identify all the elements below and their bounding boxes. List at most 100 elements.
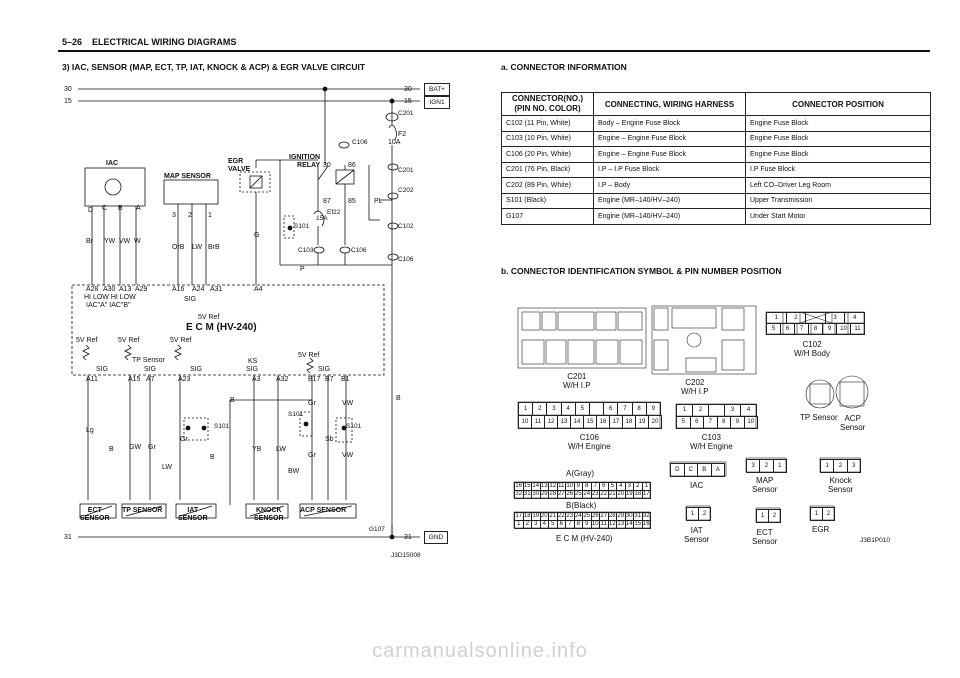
connector-pin: 32 [514, 490, 524, 499]
ign-tag: IGN1 [424, 96, 450, 109]
connector-pin: 3 [746, 459, 761, 473]
connector-pin: 6 [690, 416, 704, 429]
connector-pin: 2 [834, 459, 848, 473]
connector-pin: 2 [699, 507, 711, 521]
iac-pin-a: A [136, 205, 141, 212]
fuse-ef22-label: Ef22 [327, 209, 341, 216]
connector-pin: 2 [533, 402, 548, 416]
wire-gr-tp: Gr [148, 444, 156, 451]
ecm-pin-a31: A31 [210, 286, 223, 293]
ect-sensor-box [79, 503, 117, 519]
s101-label-acp2: S101 [346, 423, 362, 430]
c103-caption: C103 W/H Engine [690, 433, 733, 451]
connector-pin: 15 [634, 520, 643, 529]
ect-sig: SIG [96, 366, 109, 373]
connector-pin: 12 [545, 415, 558, 429]
connector-pin: 28 [549, 490, 558, 499]
s101-label-acp: S101 [288, 411, 304, 418]
ecm-pin-a15: A15 [128, 376, 141, 383]
c202-label: C202 [398, 187, 414, 194]
ecm-pin-a3: A3 [252, 376, 261, 383]
connector-pin: 24 [583, 490, 592, 499]
rail-30-label: 30 [64, 86, 72, 93]
egr-caption: EGR [812, 525, 830, 534]
connector-pin: 2 [760, 459, 774, 473]
col-position: CONNECTOR POSITION [745, 92, 931, 116]
c201-label: C201 [398, 110, 414, 117]
fuse-10a-label: 10A [388, 139, 401, 146]
map-pin-1: 1 [208, 212, 212, 219]
wire-lw-tp: LW [162, 464, 172, 471]
connector-pin: 31 [523, 490, 532, 499]
connector-pin: 10 [591, 520, 600, 529]
connector-pin: 14 [625, 520, 634, 529]
iac-wire-vw: VW [119, 238, 131, 245]
connector-pin: 14 [571, 415, 584, 429]
connector-pin: 8 [809, 323, 823, 335]
ecm-pin-a13: A13 [119, 286, 132, 293]
c103-label: C103 [298, 247, 314, 254]
map-sensor-label: MAP SENSOR [164, 173, 211, 180]
connector-pin: 17 [610, 415, 623, 429]
connector-pin: 4 [540, 520, 549, 529]
hi-low-label: HI LOW HI LOW [84, 294, 136, 301]
ground-dot [389, 534, 395, 540]
ecm-5v-ref: 5V Ref [198, 314, 220, 321]
connector-pin: 22 [600, 490, 609, 499]
connector-id-title: b. CONNECTOR IDENTIFICATION SYMBOL & PIN… [501, 266, 782, 276]
ect-sensor-label: ECT SENSOR [80, 507, 110, 522]
rail-31-label: 31 [64, 534, 72, 541]
gnd-tag: GND [424, 531, 448, 544]
connector-pin: 17 [642, 490, 651, 499]
c201-caption: C201 W/H I.P [563, 372, 591, 390]
wire-p: P [300, 266, 305, 273]
connector-pin: 11 [600, 520, 609, 529]
ground-label: G107 [369, 526, 385, 533]
connector-pin: 4 [561, 402, 576, 416]
acp-sensor-connector [835, 375, 869, 409]
ecm-pin-a23: A23 [178, 376, 191, 383]
connector-pin: 7 [566, 520, 575, 529]
iac-ab-label: IAC"A" IAC"B" [86, 302, 131, 309]
connector-pin: 13 [617, 520, 626, 529]
map-wire-brb: BrB [208, 244, 220, 251]
tp-sensor-connector [805, 379, 835, 409]
connector-pin: 5 [766, 323, 781, 335]
iac-label: IAC [106, 160, 119, 167]
connector-info-title: a. CONNECTOR INFORMATION [501, 62, 627, 72]
ecm-pin-b17: B17 [308, 376, 321, 383]
connector-pin: 30 [532, 490, 541, 499]
vref-tp: 5V Ref [118, 337, 140, 344]
connector-pin: 6 [557, 520, 566, 529]
wire-bw: BW [288, 468, 300, 475]
connector-pin: B [698, 463, 712, 477]
section-title: ELECTRICAL WIRING DIAGRAMS [92, 37, 237, 47]
rail-15-label-right: 15 [404, 98, 412, 105]
connector-pin: 27 [557, 490, 566, 499]
iac-box [84, 167, 146, 207]
connector-table-body: C102 (11 Pin, White)Body – Engine Fuse B… [501, 115, 931, 225]
connector-pin: 1 [820, 459, 835, 473]
iac-pin-d: D [88, 207, 94, 214]
connector-pin: 2 [523, 520, 532, 529]
connector-pin [589, 402, 605, 416]
iat-caption: IAT Sensor [684, 526, 710, 544]
watermark: carmanualsonline.info [372, 640, 588, 662]
wire-sb: Sb [325, 436, 334, 443]
wire-yb: YB [252, 446, 262, 453]
connector-pin: 7 [618, 402, 633, 416]
connector-pin: 2 [823, 507, 835, 521]
ecm-pin-a7: A7 [146, 376, 155, 383]
table-row: C201 (76 Pin, Black)I.P – I.P Fuse Block… [501, 161, 931, 178]
table-header-row: CONNECTOR(NO.) (PIN NO. COLOR) CONNECTIN… [501, 92, 931, 116]
connector-pin: 7 [704, 416, 718, 429]
wire-b-right: B [396, 395, 401, 402]
connector-pin: 3 [547, 402, 562, 416]
relay-pin-30: 30 [323, 162, 331, 169]
connector-pin: 13 [558, 415, 571, 429]
